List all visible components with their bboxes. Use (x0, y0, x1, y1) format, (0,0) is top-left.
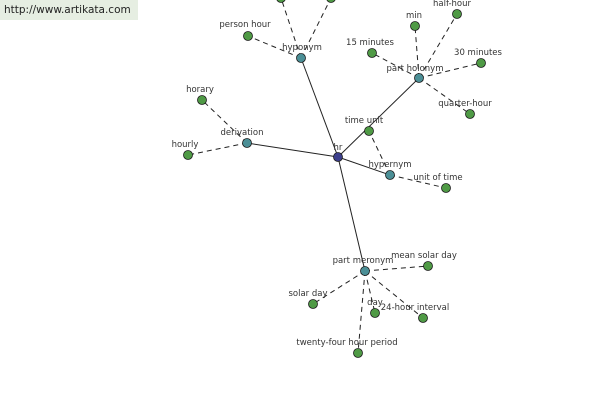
edge-root-derivation (246, 142, 339, 158)
term-label-15-minutes[interactable]: 15 minutes (346, 38, 394, 48)
edge-root-hyponym (300, 57, 339, 158)
graph-nodes (183, 0, 486, 358)
edge-hypernym-unit-of-time (389, 174, 447, 189)
edge-hypernym-time-unit (368, 130, 391, 176)
relation-node-hyponym[interactable] (296, 53, 306, 63)
relation-label-part-meronym[interactable]: part meronym (333, 256, 394, 266)
term-node-hyponym-term-b[interactable] (326, 0, 336, 3)
term-node-24-hour-interval[interactable] (418, 313, 428, 323)
term-label-solar-day[interactable]: solar day (288, 289, 327, 299)
term-node-horary[interactable] (197, 95, 207, 105)
relation-label-hyponym[interactable]: hyponym (282, 43, 322, 53)
relation-node-derivation[interactable] (242, 138, 252, 148)
edge-part-meronym-24-hour-interval (364, 270, 424, 319)
root-node-hr[interactable] (333, 152, 343, 162)
relation-label-part-holonym[interactable]: part holonym (387, 64, 444, 74)
edge-root-part-holonym (337, 77, 420, 158)
term-node-hourly[interactable] (183, 150, 193, 160)
term-label-half-hour[interactable]: half-hour (433, 0, 472, 9)
term-node-half-hour[interactable] (452, 9, 462, 19)
term-label-30-minutes[interactable]: 30 minutes (454, 48, 502, 58)
term-label-mean-solar-day[interactable]: mean solar day (391, 251, 457, 261)
term-label-day[interactable]: day (367, 298, 383, 308)
edge-part-meronym-solar-day (312, 270, 366, 305)
term-label-quarter-hour[interactable]: quarter-hour (438, 99, 492, 109)
graph-edges (187, 0, 482, 354)
edge-part-holonym-half-hour (418, 13, 458, 79)
term-node-day[interactable] (370, 308, 380, 318)
edge-derivation-hourly (187, 142, 248, 156)
term-node-quarter-hour[interactable] (465, 109, 475, 119)
term-node-unit-of-time[interactable] (441, 183, 451, 193)
edge-derivation-horary (201, 99, 248, 144)
term-node-solar-day[interactable] (308, 299, 318, 309)
edge-hyponym-hyponym-term-b (300, 0, 331, 59)
term-label-24-hour-interval[interactable]: 24-hour interval (381, 303, 449, 313)
edge-part-holonym-30-minutes (418, 62, 482, 79)
term-label-person-hour[interactable]: person hour (219, 20, 271, 30)
edge-hyponym-person-hour (247, 35, 302, 59)
relation-node-part-holonym[interactable] (414, 73, 424, 83)
term-node-time-unit[interactable] (364, 126, 374, 136)
term-node-person-hour[interactable] (243, 31, 253, 41)
relation-node-part-meronym[interactable] (360, 266, 370, 276)
term-node-15-minutes[interactable] (367, 48, 377, 58)
term-node-hyponym-term-a[interactable] (276, 0, 286, 3)
edge-part-meronym-day (364, 270, 376, 314)
site-url-link[interactable]: http://www.artikata.com (0, 0, 138, 20)
relation-node-hypernym[interactable] (385, 170, 395, 180)
edge-part-meronym-mean-solar-day (364, 265, 429, 272)
term-label-twenty-four-hour-period[interactable]: twenty-four hour period (296, 338, 397, 348)
term-label-hourly[interactable]: hourly (172, 140, 199, 150)
term-label-horary[interactable]: horary (186, 85, 214, 95)
term-node-mean-solar-day[interactable] (423, 261, 433, 271)
edge-part-meronym-twenty-four-hour-period (357, 270, 366, 354)
edge-root-part-meronym (337, 156, 366, 272)
term-label-unit-of-time[interactable]: unit of time (413, 173, 462, 183)
relation-label-derivation[interactable]: derivation (220, 128, 263, 138)
term-label-time-unit[interactable]: time unit (345, 116, 384, 126)
graph-labels: hr hyponym part holonym derivation hypernym p… (172, 0, 503, 348)
relation-label-hypernym[interactable]: hypernym (368, 160, 411, 170)
edge-part-holonym-quarter-hour (418, 77, 471, 115)
edge-hyponym-hyponym-term-a (281, 0, 302, 59)
root-label-hr[interactable]: hr (334, 143, 343, 153)
term-node-30-minutes[interactable] (476, 58, 486, 68)
edge-root-hypernym (337, 156, 391, 176)
term-label-min[interactable]: min (406, 11, 422, 21)
term-node-min[interactable] (410, 21, 420, 31)
term-node-twenty-four-hour-period[interactable] (353, 348, 363, 358)
